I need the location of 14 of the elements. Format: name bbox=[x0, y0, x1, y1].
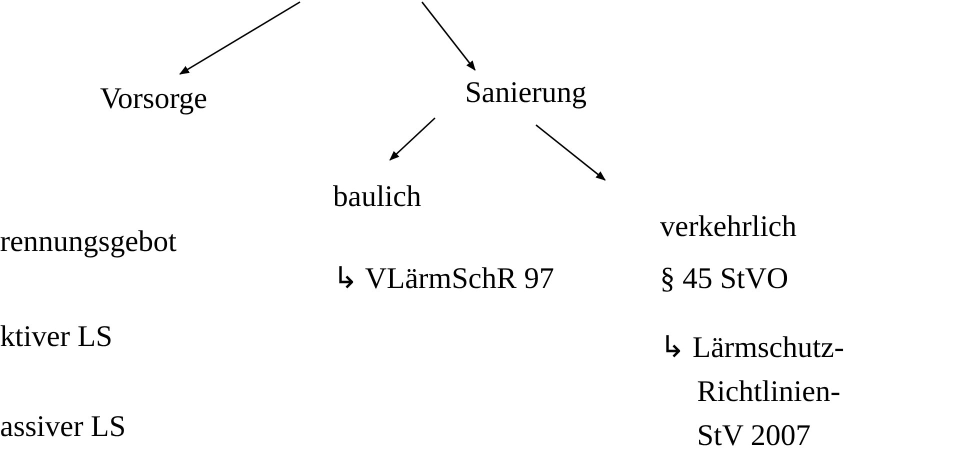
node-label: Sanierung bbox=[465, 76, 587, 110]
node-label: verkehrlich bbox=[660, 210, 797, 244]
arrow bbox=[179, 1, 300, 75]
text-label: assiver LS bbox=[0, 410, 126, 444]
text-label: ktiver LS bbox=[0, 320, 112, 354]
text-label: rennungsgebot bbox=[0, 225, 177, 259]
arrow bbox=[421, 2, 476, 71]
text-label: ↳ Lärmschutz- Richtlinien- StV 2007 bbox=[660, 330, 846, 454]
text-label: § 45 StVO bbox=[660, 262, 788, 296]
node-label: Vorsorge bbox=[100, 82, 208, 116]
node-label: baulich bbox=[333, 180, 422, 214]
arrow bbox=[536, 124, 606, 181]
arrow bbox=[389, 117, 436, 161]
text-label: ↳ VLärmSchR 97 bbox=[333, 262, 554, 296]
